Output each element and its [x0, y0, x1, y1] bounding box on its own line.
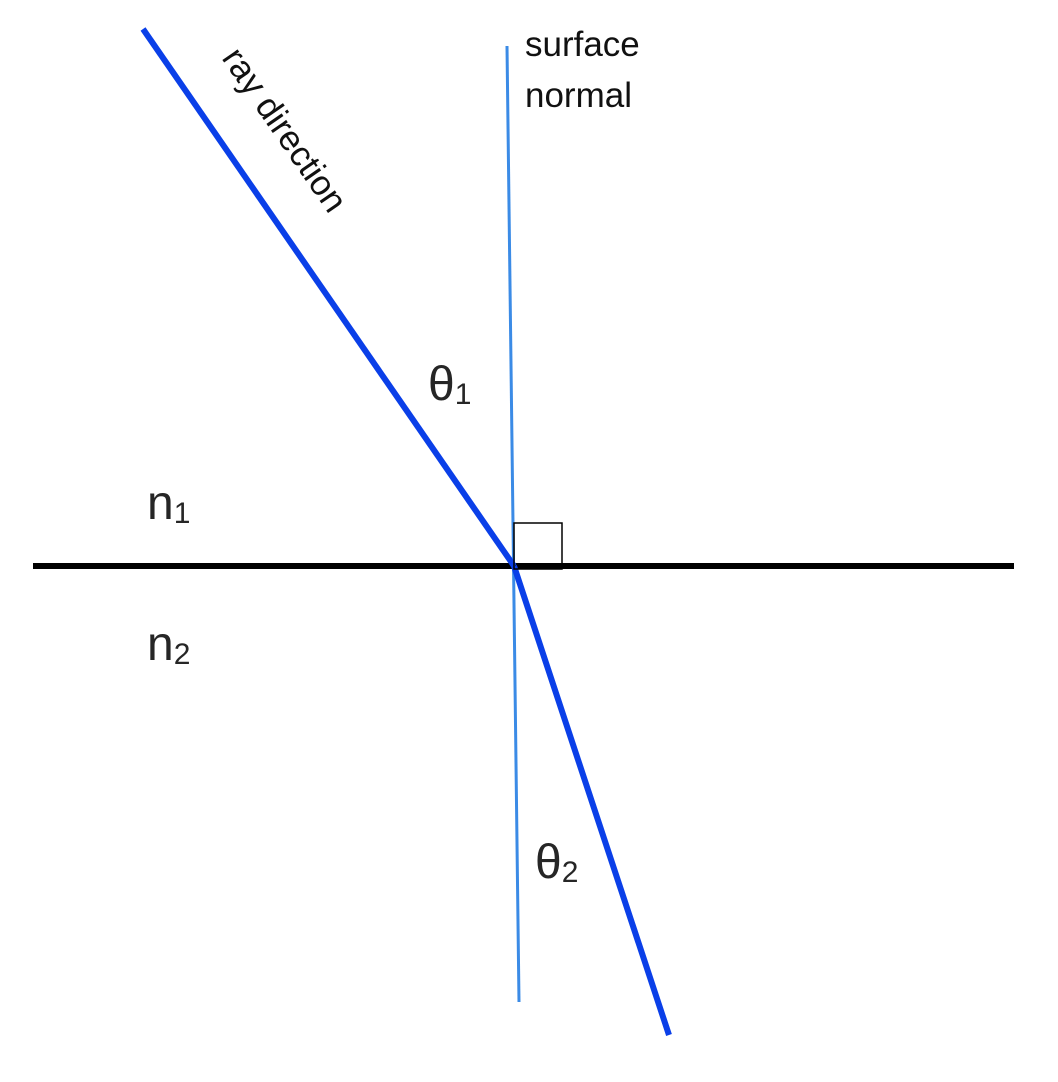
theta1-label: θ1: [428, 358, 471, 411]
theta1-subscript: 1: [455, 378, 472, 411]
n1-label: n1: [147, 477, 190, 530]
theta2-subscript: 2: [562, 856, 579, 889]
n2-label: n2: [147, 618, 190, 671]
n1-subscript: 1: [174, 497, 191, 530]
surface-normal-label-line2: normal: [525, 76, 632, 115]
theta2-symbol: θ: [535, 836, 562, 889]
theta2-label: θ2: [535, 836, 578, 889]
n2-symbol: n: [147, 618, 174, 671]
incident-ray: [140, 27, 517, 568]
refracted-ray: [511, 565, 672, 1036]
surface-normal-line: [505, 45, 521, 1003]
ray-direction-label: ray direction: [214, 40, 354, 219]
theta1-symbol: θ: [428, 358, 455, 411]
n2-subscript: 2: [174, 638, 191, 671]
n1-symbol: n: [147, 477, 174, 530]
surface-normal-label-line1: surface: [525, 25, 640, 64]
right-angle-marker: [513, 522, 563, 570]
